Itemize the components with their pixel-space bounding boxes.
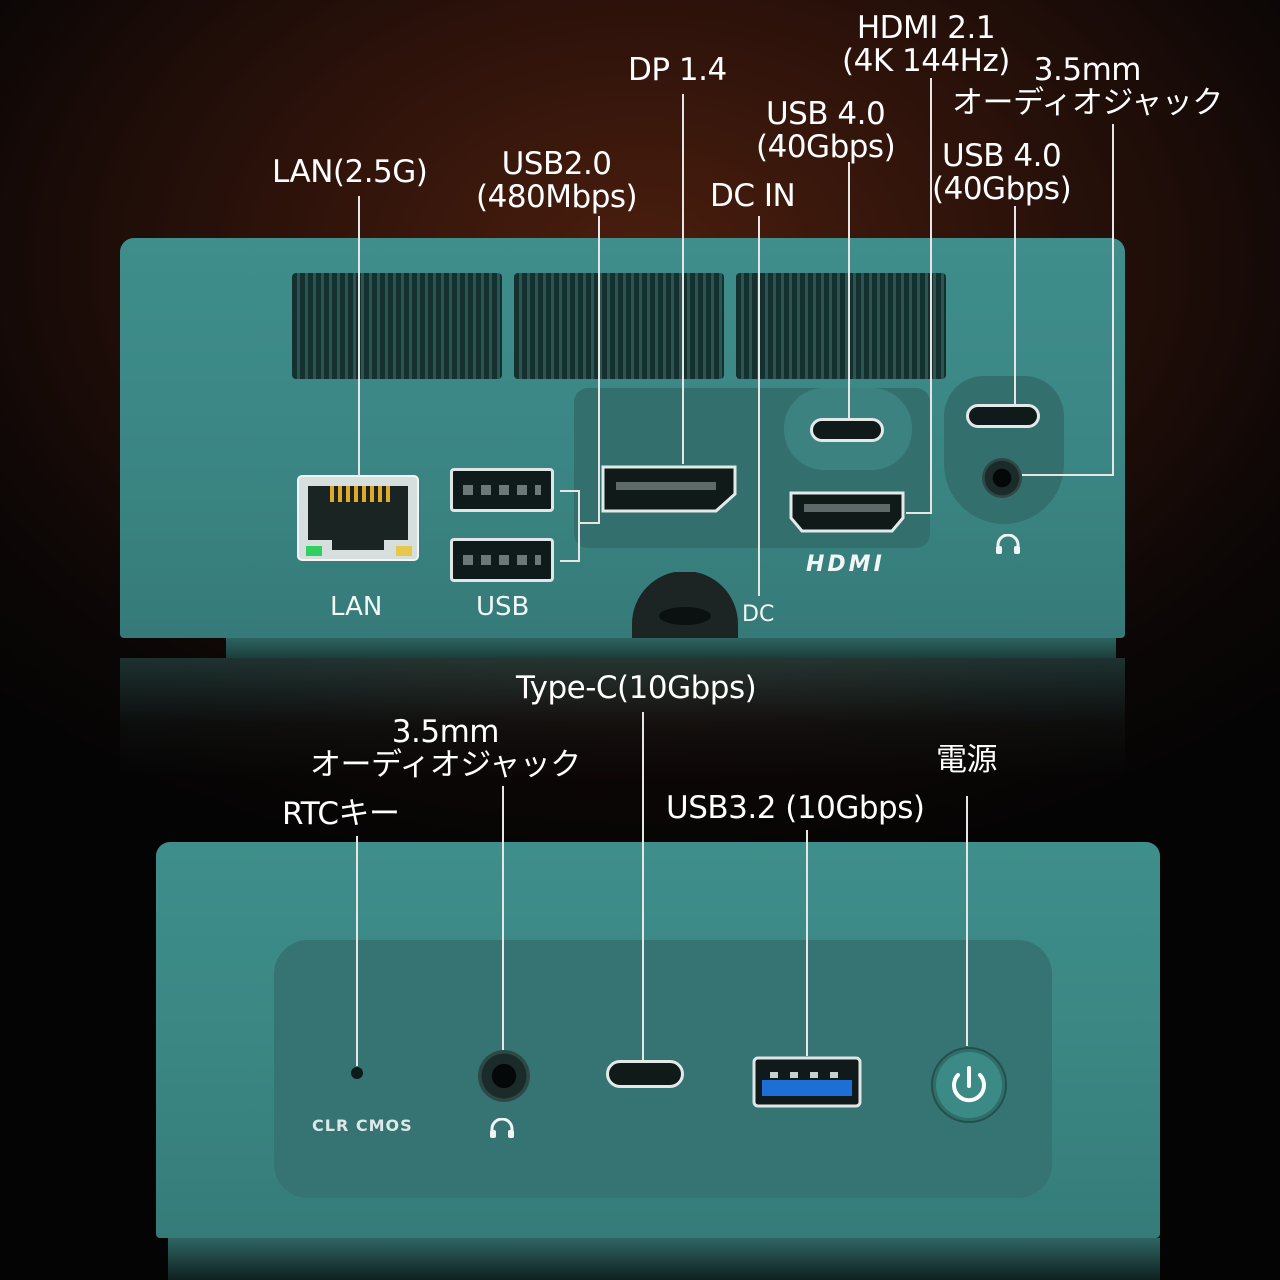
callout-rtc: RTCキー — [282, 796, 400, 832]
usb-a-port-icon — [450, 468, 554, 512]
callout-usb4-right: USB 4.0(40Gbps) — [932, 138, 1072, 207]
headphone-icon — [996, 534, 1020, 554]
callout-type-c: Type-C(10Gbps) — [516, 670, 757, 706]
leader-line — [358, 196, 360, 476]
leader-line — [682, 94, 684, 464]
clr-cmos-label: CLR CMOS — [312, 1116, 413, 1135]
callout-lan: LAN(2.5G) — [272, 154, 428, 190]
callout-power: 電源 — [936, 742, 998, 778]
audio-jack-port — [982, 458, 1022, 498]
callout-usb2: USB2.0(480Mbps) — [476, 146, 638, 215]
device-back-base — [226, 638, 1116, 658]
leader-line — [642, 712, 644, 1060]
usb-c-port-icon — [966, 404, 1040, 428]
hdmi-logo: HDMI — [806, 552, 885, 577]
port-recess-right — [944, 376, 1064, 524]
usb-c-port-icon — [606, 1060, 684, 1088]
dc-jack-icon — [632, 572, 738, 638]
vent-grille-left — [292, 273, 502, 379]
leader-line — [598, 216, 600, 524]
usb-a-port-icon — [752, 1056, 862, 1108]
leader-line — [502, 786, 504, 1050]
leader-line — [560, 490, 580, 492]
headphone-icon — [490, 1118, 514, 1138]
leader-line — [906, 512, 932, 514]
callout-hdmi: HDMI 2.1(4K 144Hz) — [842, 10, 1010, 79]
power-icon — [952, 1066, 986, 1103]
lan-port-label: LAN — [330, 592, 383, 622]
usb-port-label: USB — [476, 592, 530, 622]
clr-cmos-pinhole[interactable] — [351, 1067, 363, 1079]
vent-grille-right — [736, 273, 946, 379]
usb-a-port-icon — [450, 538, 554, 582]
leader-line — [560, 560, 580, 562]
displayport-icon — [601, 465, 737, 513]
lan-port-icon — [297, 475, 419, 561]
vent-grille-middle — [514, 273, 724, 379]
leader-line — [1014, 206, 1016, 404]
hdmi-port-icon — [789, 491, 905, 533]
callout-dc-in: DC IN — [710, 178, 796, 214]
usb-c-port-icon — [810, 418, 884, 442]
leader-line — [578, 490, 580, 562]
callout-usb32: USB3.2 (10Gbps) — [666, 790, 925, 826]
leader-line — [1112, 124, 1114, 476]
leader-line — [1022, 474, 1114, 476]
device-reflection — [120, 658, 1125, 778]
leader-line — [758, 216, 760, 596]
device-front-base — [168, 1238, 1160, 1280]
leader-line — [356, 836, 358, 1066]
leader-line — [966, 796, 968, 1046]
leader-line — [578, 522, 600, 524]
audio-jack-port — [478, 1050, 530, 1102]
callout-dp: DP 1.4 — [628, 52, 727, 88]
callout-usb4-left: USB 4.0(40Gbps) — [756, 96, 896, 165]
dc-port-label: DC — [742, 602, 775, 627]
power-button[interactable] — [930, 1046, 1008, 1124]
leader-line — [848, 162, 850, 418]
leader-line — [806, 830, 808, 1056]
leader-line — [930, 78, 932, 514]
